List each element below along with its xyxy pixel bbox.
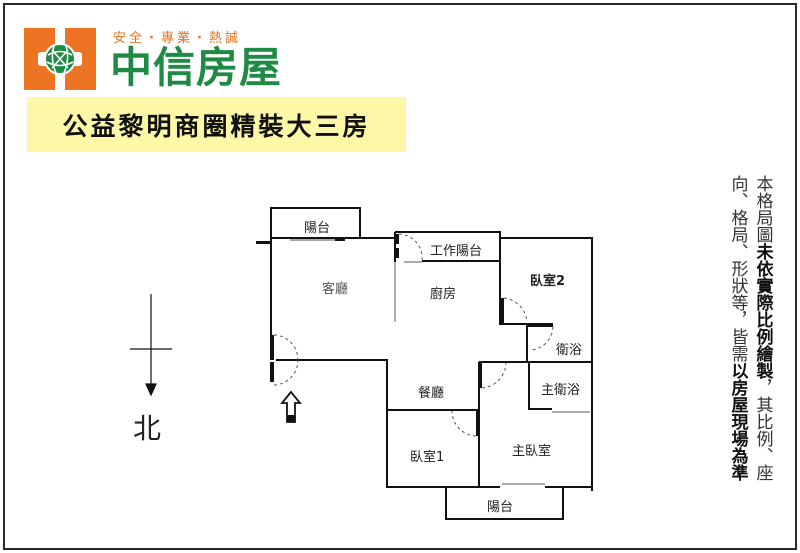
disclaimer-column-1: 本格局圖未依實際比例繪製，其比例、座	[752, 175, 773, 481]
room-label-balcony-north: 陽台	[304, 221, 331, 236]
disclaimer-text: 本格局圖	[752, 175, 773, 243]
brand-name: 中信房屋	[110, 43, 283, 92]
disclaimer-column-2: 向、格局、形狀等，皆需以房屋現場為準	[727, 175, 748, 481]
room-label-balcony-south: 陽台	[487, 500, 514, 515]
disclaimer-emphasis: 以房屋現場為準	[727, 362, 748, 481]
room-label-dining-room: 餐廳	[418, 386, 445, 401]
room-label-living-room: 客廳	[322, 282, 349, 297]
room-label-kitchen: 廚房	[430, 287, 457, 302]
room-label-bedroom-1: 臥室1	[410, 450, 445, 465]
page-frame	[3, 3, 797, 550]
north-arrow-icon	[130, 294, 172, 397]
room-label-master-bedroom: 主臥室	[512, 444, 552, 459]
globe-logo-icon	[24, 28, 96, 90]
brand-slogan: 安全・專業・熱誠	[113, 31, 242, 46]
room-label-bedroom-2: 臥室2	[530, 274, 566, 289]
room-label-bathroom: 衛浴	[556, 343, 583, 358]
disclaimer-text: 向、格局、形狀等，皆需	[727, 175, 748, 362]
listing-title-banner: 公益黎明商圈精裝大三房	[27, 97, 406, 152]
room-label-master-bathroom: 主衛浴	[541, 383, 581, 398]
disclaimer-emphasis: 未依實際比例繪製	[752, 243, 773, 379]
compass-north-label: 北	[133, 412, 162, 445]
listing-title: 公益黎明商圈精裝大三房	[62, 111, 371, 141]
room-label-service-balcony: 工作陽台	[430, 244, 483, 259]
disclaimer-text: ，其比例、座	[752, 379, 773, 481]
entrance-arrow-icon	[280, 390, 302, 423]
